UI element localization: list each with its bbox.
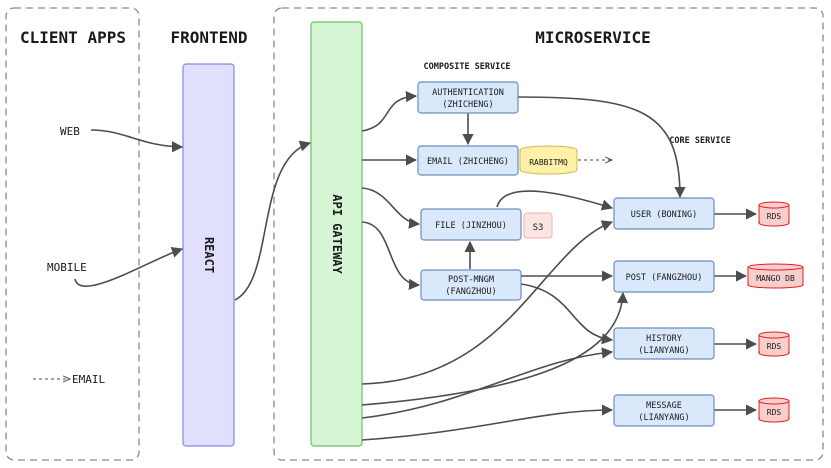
message-service-label-2: (LIANYANG) xyxy=(638,413,689,423)
gateway-to-auth-edge xyxy=(361,90,418,132)
rds-message-db: RDS xyxy=(758,397,790,423)
api-gateway-label: API GATEWAY xyxy=(330,194,344,274)
user-service-box xyxy=(613,197,715,230)
message-service-label-1: MESSAGE xyxy=(646,401,682,411)
mobile-client-label: MOBILE xyxy=(47,261,87,274)
auth-service-label-2: (ZHICHENG) xyxy=(442,100,493,110)
composite-service-label: COMPOSITE SERVICE xyxy=(424,62,511,72)
s3-label: S3 xyxy=(533,223,544,233)
history-service-box xyxy=(613,327,715,360)
react-label: REACT xyxy=(202,237,216,273)
microservice-title: MICROSERVICE xyxy=(535,28,651,47)
core-service-label: CORE SERVICE xyxy=(669,136,730,146)
auth-service-label-1: AUTHENTICATION xyxy=(432,88,504,98)
gateway-to-message-edge xyxy=(361,404,614,441)
legend-email-label: EMAIL xyxy=(72,373,105,386)
auth-service-box xyxy=(417,81,519,114)
file-service-label: FILE (JINZHOU) xyxy=(435,221,507,231)
rds-user-label: RDS xyxy=(767,212,782,221)
user-service-label: USER (BONING) xyxy=(631,210,698,220)
history-service-label-2: (LIANYANG) xyxy=(638,346,689,356)
react-to-gateway-edge xyxy=(234,140,312,301)
mobile-to-react-edge xyxy=(74,246,184,287)
post-service-box xyxy=(613,260,715,293)
web-to-react-edge xyxy=(90,129,184,153)
api-gateway-box xyxy=(310,21,363,447)
rds-history-db: RDS xyxy=(758,331,790,357)
email-service-box xyxy=(417,145,519,176)
rds-message-label: RDS xyxy=(767,408,782,417)
message-service-box xyxy=(613,394,715,427)
auth-to-user-edge xyxy=(517,96,686,199)
post-service-label: POST (FANGZHOU) xyxy=(626,273,703,283)
web-client-label: WEB xyxy=(60,125,80,138)
rabbitmq-label: RABBITMQ xyxy=(529,158,568,167)
microservice-region xyxy=(273,7,824,461)
file-to-user-edge xyxy=(496,190,614,211)
gateway-to-file-edge xyxy=(361,187,421,229)
rds-user-db: RDS xyxy=(758,201,790,227)
client-apps-region xyxy=(5,7,140,461)
mango-db-label: MANGO DB xyxy=(756,274,795,283)
gateway-to-postmngm-edge xyxy=(361,221,421,290)
gateway-to-post-edge xyxy=(361,291,629,406)
postmngm-service-label-1: POST-MNGM xyxy=(448,275,494,285)
s3-bucket: S3 xyxy=(523,212,553,239)
postmngm-service-box xyxy=(420,269,522,301)
frontend-title: FRONTEND xyxy=(170,28,247,47)
history-service-label-1: HISTORY xyxy=(646,334,682,344)
postmngm-to-history-edge xyxy=(520,283,614,345)
gateway-to-history-edge xyxy=(361,347,614,419)
client-apps-title: CLIENT APPS xyxy=(20,28,126,47)
mango-db: MANGO DB xyxy=(747,263,804,289)
file-service-box xyxy=(420,208,522,241)
gateway-to-user-edge xyxy=(361,220,614,385)
postmngm-service-label-2: (FANGZHOU) xyxy=(445,287,496,297)
email-service-label: EMAIL (ZHICHENG) xyxy=(427,157,509,167)
rabbitmq-queue: RABBITMQ xyxy=(519,145,578,175)
rds-history-label: RDS xyxy=(767,342,782,351)
